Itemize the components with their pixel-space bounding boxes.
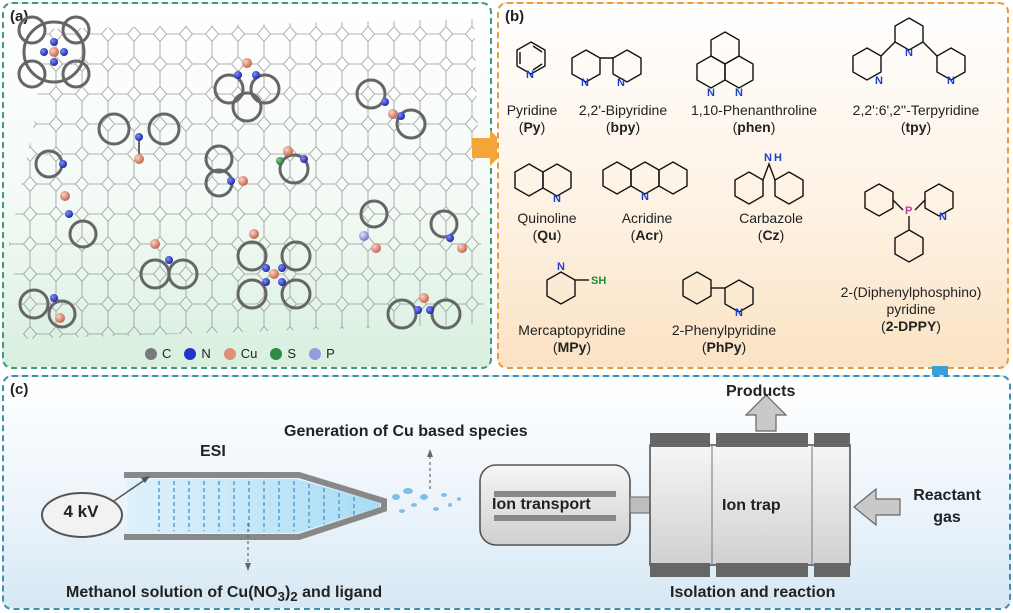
solution-text-c: and ligand (297, 584, 383, 601)
ligand-abbr: PhPy (706, 339, 742, 355)
bpy-n-label-2: N (617, 77, 625, 89)
ligand-qu: Quinoline(Qu) (517, 210, 577, 243)
generation-label: Generation of Cu based species (284, 423, 528, 440)
bpy-n-label-1: N (581, 77, 589, 89)
solution-label: Methanol solution of Cu(NO3)2 and ligand (66, 584, 382, 604)
atom-legend: C N Cu S P (137, 346, 335, 361)
bipyridine-structure (571, 49, 642, 83)
products-arrow-icon (744, 394, 788, 432)
reactant-arrow-icon (853, 487, 901, 527)
molecule-cluster (17, 15, 467, 330)
ligand-2dppy: 2-(Diphenylphosphino) pyridine(2-DPPY) (840, 284, 982, 334)
ligand-phen: 1,10-Phenanthroline(phen) (690, 102, 818, 135)
panel-c-label: (c) (10, 381, 29, 398)
ligand-abbr: MPy (557, 339, 587, 355)
ligand-name: Acridine (621, 210, 673, 226)
products-label: Products (726, 383, 796, 400)
ligand-bpy: 2,2'-Bipyridine(bpy) (578, 102, 668, 135)
ligand-abbr: Cz (762, 227, 780, 243)
pyridine-structure (516, 41, 546, 75)
voltage-label: 4 kV (63, 502, 99, 521)
legend-n: N (201, 346, 211, 361)
cz-n-label: N (764, 152, 772, 164)
carbazole-structure (734, 162, 804, 205)
ligand-mpy: Mercaptopyridine(MPy) (518, 322, 626, 355)
ligand-tpy: 2,2':6',2''-Terpyridine(tpy) (852, 102, 980, 135)
ligand-abbr: Qu (537, 227, 557, 243)
ligand-phpy: 2-Phenylpyridine(PhPy) (671, 322, 777, 355)
acr-n-label: N (641, 191, 649, 203)
ligand-acr: Acridine(Acr) (621, 210, 673, 243)
esi-label: ESI (200, 443, 226, 460)
reactant-label: Reactant gas (913, 487, 981, 526)
esi-capillary (124, 472, 387, 540)
ligand-abbr: tpy (905, 119, 927, 135)
phen-n-label-2: N (735, 87, 743, 99)
dppy-structure (864, 183, 954, 263)
py-n-label: N (526, 69, 534, 81)
tpy-n-label-1: N (875, 75, 883, 87)
tpy-n-label-2: N (905, 47, 913, 59)
nitrogen-dot-icon (184, 347, 197, 360)
solution-text-a: Methanol solution of Cu(NO (66, 584, 278, 601)
ligand-name: 2,2'-Bipyridine (578, 102, 668, 118)
phpy-n-label: N (735, 307, 743, 319)
ligand-abbr: phen (737, 119, 771, 135)
ligand-abbr: Acr (635, 227, 659, 243)
mpy-sh-label: SH (591, 275, 606, 287)
ligand-abbr: 2-DPPY (885, 318, 937, 334)
tpy-n-label-3: N (947, 75, 955, 87)
legend-p: P (326, 346, 335, 361)
phenylpyridine-structure (682, 271, 754, 313)
legend-cu: Cu (240, 346, 258, 361)
ligand-py: Pyridine(Py) (506, 102, 558, 135)
legend-s: S (287, 346, 297, 361)
cz-h-label: H (774, 152, 782, 164)
phen-n-label-1: N (707, 87, 715, 99)
quinoline-structure (514, 163, 572, 197)
catalyst-illustration (9, 15, 484, 339)
mpy-n-label: N (557, 261, 565, 273)
legend-c: C (162, 346, 172, 361)
panel-c: (c) (2, 375, 1011, 610)
isolation-label: Isolation and reaction (670, 584, 836, 601)
panel-a: (a) (2, 2, 492, 369)
ligand-abbr: bpy (610, 119, 636, 135)
ligand-abbr: Py (523, 119, 541, 135)
ion-trap (649, 433, 851, 577)
ligand-name: 2-Phenylpyridine (671, 322, 777, 338)
ion-trap-label: Ion trap (722, 497, 781, 514)
ligand-name: Pyridine (506, 102, 558, 118)
ligand-name: Mercaptopyridine (518, 322, 626, 338)
copper-dot-icon (223, 347, 236, 360)
ligand-name: 1,10-Phenanthroline (690, 102, 818, 118)
instrument-schematic (41, 394, 901, 577)
solution-text-b: ) (284, 584, 291, 601)
acridine-structure (602, 161, 688, 195)
spray-droplets (392, 488, 461, 513)
dppy-n-label: N (939, 211, 947, 223)
qu-n-label: N (553, 193, 561, 205)
carbon-dot-icon (145, 347, 157, 360)
ligand-cz: Carbazole(Cz) (739, 210, 803, 243)
terpyridine-structure (852, 17, 966, 81)
ligand-name: 2,2':6',2''-Terpyridine (852, 102, 980, 118)
dppy-p-label: P (905, 205, 912, 217)
phenanthroline-structure (696, 31, 754, 89)
mercaptopyridine-structure (546, 271, 589, 305)
solution-sub-b: 2 (290, 589, 298, 605)
solution-sub-a: 3 (277, 589, 285, 605)
ligand-structures: N N N N N N N N N N N H N N N SH P (514, 17, 966, 319)
ligand-name: Carbazole (739, 210, 803, 226)
ligand-name: Quinoline (517, 210, 577, 226)
panel-b-label: (b) (505, 8, 525, 25)
ligand-name: 2-(Diphenylphosphino) pyridine (840, 284, 982, 317)
sulfur-dot-icon (270, 347, 283, 360)
voltage-source (41, 492, 123, 538)
panel-b: (b) (497, 2, 1009, 369)
ion-transport-label: Ion transport (492, 496, 591, 513)
phosphorus-dot-icon (309, 347, 322, 360)
